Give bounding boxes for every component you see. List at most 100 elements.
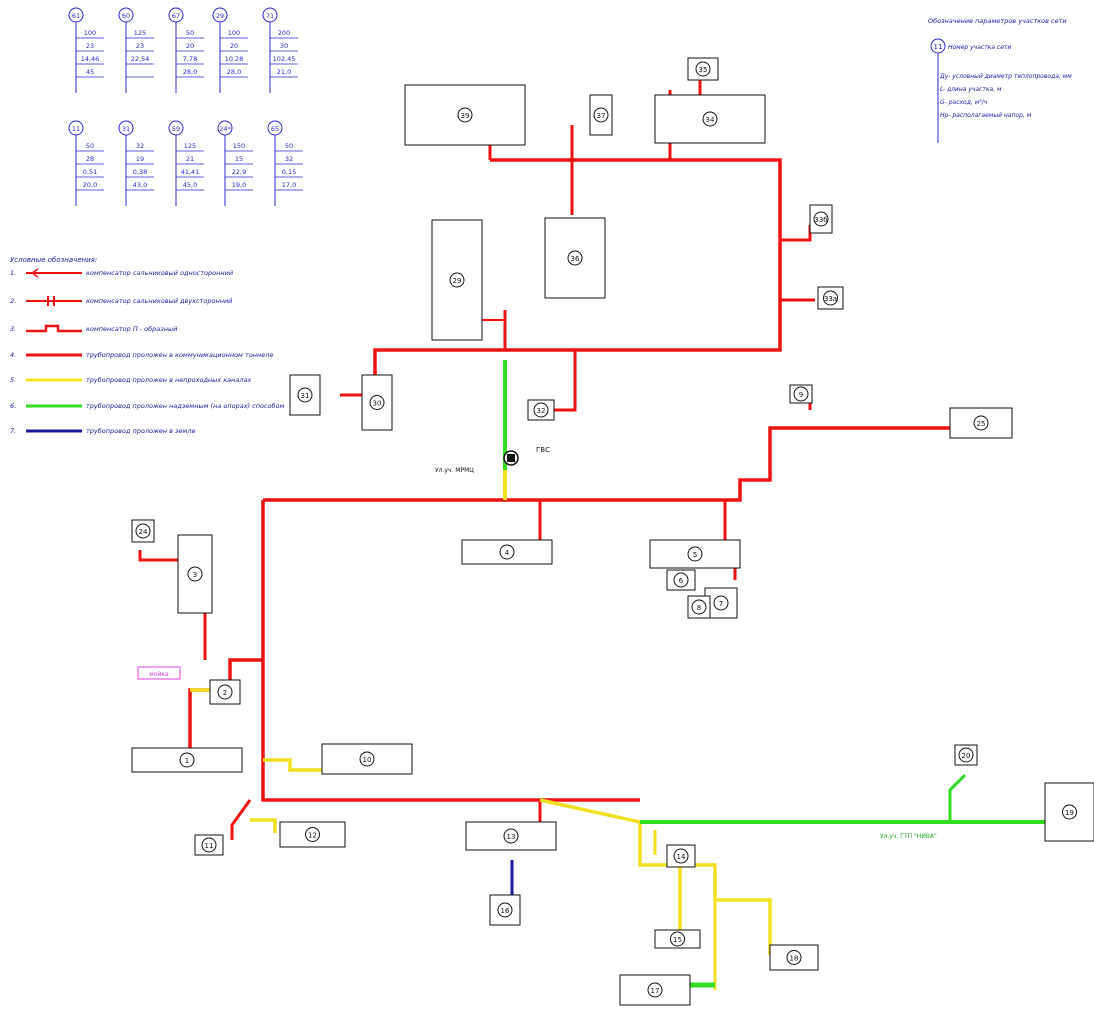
section-tag-60: 60 125 23 22,54: [118, 7, 154, 93]
section-value: 28,0: [183, 68, 197, 76]
section-number: 29: [216, 12, 224, 20]
section-value: 200: [278, 29, 290, 37]
section-value: 41,41: [181, 168, 200, 176]
consumer-building: 35: [687, 57, 719, 81]
u-compensator-symbol: [26, 324, 82, 333]
double-compensator-symbol: [26, 296, 82, 306]
pipe-red-branch-33b: [780, 225, 812, 242]
params-legend-line-1: Ду- условный диаметр теплопровода, мм: [940, 73, 1072, 80]
building-number-circle: [713, 595, 729, 611]
building-number: 24: [139, 528, 148, 536]
building-number: 36: [571, 255, 580, 263]
magenta-box-label: мойка: [149, 671, 169, 678]
building-number-circle: [457, 107, 473, 123]
consumer-building: 3: [177, 534, 213, 614]
section-value: 20,0: [83, 181, 97, 189]
section-value: 22,9: [232, 168, 246, 176]
building-number: 35: [699, 66, 708, 74]
building-number: 20: [962, 752, 971, 760]
channel-pipe-symbol: [26, 378, 82, 382]
building-number: 4: [505, 549, 510, 557]
building-number-circle: [369, 395, 385, 410]
section-value: 125: [184, 142, 196, 150]
building-number: 1: [185, 757, 189, 765]
consumer-building: 25: [949, 407, 1013, 439]
building-number-circle: [813, 211, 829, 227]
building-number: 25: [977, 420, 986, 428]
section-value: 0,51: [83, 168, 97, 176]
building-number-circle: [305, 827, 320, 842]
building-number-circle: [647, 982, 663, 998]
section-value: 43,0: [133, 181, 147, 189]
legend-item-7: 7. трубопровод проложен в земле: [10, 427, 196, 435]
section-value: 125: [134, 29, 146, 37]
consumer-building: 33б: [809, 204, 833, 234]
consumer-building: 12: [279, 821, 346, 848]
building-number-circle: [702, 111, 718, 127]
building-number-circle: [958, 747, 974, 763]
section-value: 20: [186, 42, 194, 50]
section-value: 100: [84, 29, 96, 37]
section-value: 21,0: [277, 68, 291, 76]
building-number: 17: [651, 987, 660, 995]
section-value: 23: [136, 42, 144, 50]
tunnel-pipe-symbol: [26, 353, 82, 357]
tk-label: Ул.уч. ГТП "НИВА": [880, 833, 937, 840]
building-number: 14: [677, 853, 686, 861]
section-value: 102,45: [273, 55, 296, 63]
section-value: 22,54: [131, 55, 150, 63]
building-number: 33б: [814, 216, 827, 224]
building-number: 11: [205, 842, 214, 850]
section-value: 19,0: [232, 181, 246, 189]
params-legend-example: 11: [934, 43, 943, 51]
building-number-circle: [533, 402, 549, 418]
pipe-yellow-branch-10: [263, 758, 330, 772]
consumer-building: 17: [619, 974, 691, 1006]
section-value: 45,0: [183, 181, 197, 189]
building-number: 13: [507, 833, 516, 841]
consumer-building: 36: [544, 217, 606, 299]
consumer-building: 2: [209, 679, 241, 705]
building-number-circle: [499, 544, 515, 560]
params-legend-leader: 11: [930, 38, 946, 143]
consumer-building: 1: [131, 747, 243, 773]
section-number: 60: [122, 12, 130, 20]
section-value: 23: [86, 42, 94, 50]
section-value: 28,0: [227, 68, 241, 76]
section-value: 17,0: [282, 181, 296, 189]
section-value: 28: [86, 155, 94, 163]
building-number-circle: [687, 546, 703, 562]
building-number-circle: [823, 290, 838, 306]
section-number: 31: [122, 125, 130, 133]
building-number: 31: [301, 392, 310, 400]
pipe-red-branch-24: [138, 550, 180, 562]
consumer-building: 31: [289, 374, 321, 416]
source-label: Ул.уч. МРМЦ: [435, 467, 474, 474]
legend-item-1: 1. компенсатор сальниковый односторонний: [10, 268, 234, 278]
consumer-building: 20: [954, 744, 978, 766]
building-number: 9: [799, 391, 803, 399]
consumer-building: 37: [589, 94, 613, 136]
pipe-yellow-link: [539, 798, 641, 824]
pipe-yellow-branch-12: [250, 818, 277, 833]
consumer-building: 11: [194, 834, 224, 856]
building-number: 5: [693, 551, 697, 559]
legend-item-6: 6. трубопровод проложен надземным (на оп…: [10, 402, 285, 410]
building-number-circle: [793, 386, 809, 402]
section-number: 59: [172, 125, 180, 133]
building-number: 30: [373, 400, 382, 408]
pipe-red-branch-11: [230, 799, 252, 840]
building-number-circle: [217, 684, 233, 700]
building-number: 6: [679, 577, 684, 585]
section-value: 100: [228, 29, 240, 37]
consumer-building: 32: [527, 399, 555, 421]
legend-item-3: 3. компенсатор П - образный: [10, 324, 178, 333]
pipe-green-branch-20: [948, 773, 967, 822]
section-value: 32: [285, 155, 293, 163]
